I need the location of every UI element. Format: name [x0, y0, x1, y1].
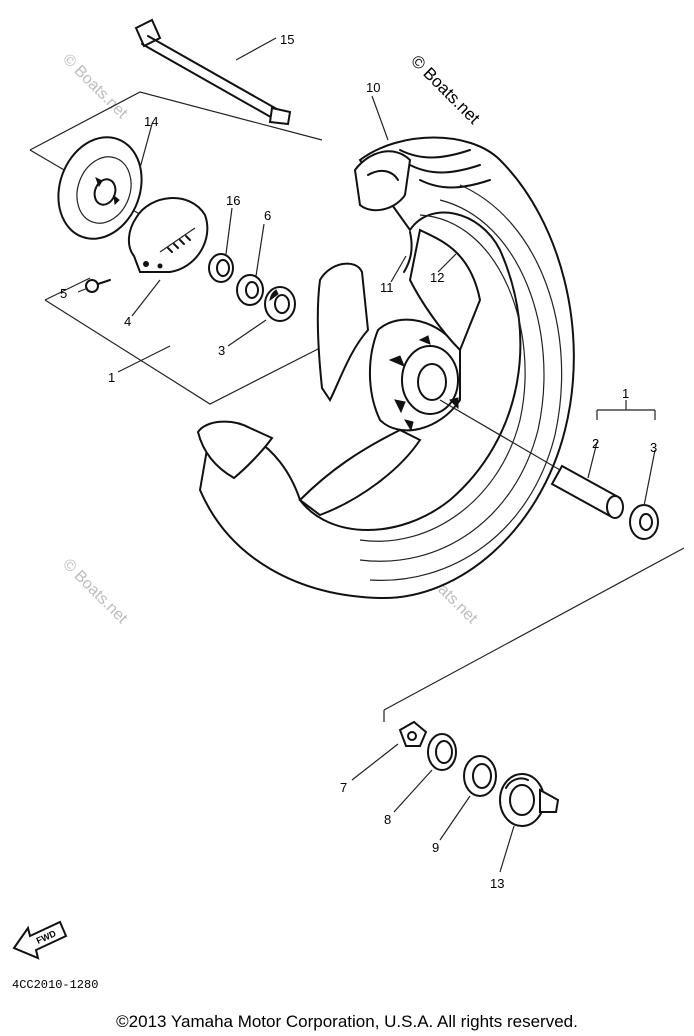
distance-collar [550, 464, 624, 519]
callout-11: 11 [380, 280, 394, 295]
callout-3-right: 3 [650, 440, 657, 455]
gasket-plate [128, 197, 209, 273]
callout-10: 10 [366, 80, 380, 95]
watermark-faint-2: © Boats.net [59, 556, 131, 628]
callout-5: 5 [60, 286, 67, 301]
cast-wheel [196, 136, 575, 600]
callout-1-right: 1 [622, 386, 629, 401]
callout-3: 3 [218, 343, 225, 358]
bearing-right [629, 504, 659, 540]
callout-13: 13 [490, 876, 504, 891]
retainer-clip [398, 720, 428, 747]
group-bracket-bottom [383, 547, 685, 711]
callout-7: 7 [340, 780, 347, 795]
diagram-code: 4CC2010-1280 [12, 978, 98, 992]
axle-centerline [439, 399, 561, 471]
callout-14: 14 [144, 114, 158, 129]
callout-9: 9 [432, 840, 439, 855]
oil-seal [236, 274, 264, 306]
callout-8: 8 [384, 812, 391, 827]
callout-4: 4 [124, 314, 131, 329]
dust-seal [463, 755, 497, 797]
copyright-notice: ©2013 Yamaha Motor Corporation, U.S.A. A… [116, 1012, 578, 1031]
callout-16: 16 [226, 193, 240, 208]
forward-arrow-icon: FWD [12, 920, 68, 960]
watermark-main: © Boats.net [407, 51, 484, 128]
screw [85, 279, 111, 293]
watermark-faint-1: © Boats.net [59, 51, 131, 123]
callout-6: 6 [264, 208, 271, 223]
callout-1: 1 [108, 370, 115, 385]
group-bracket-right [596, 400, 656, 420]
leader-lines [77, 37, 656, 873]
callout-2: 2 [592, 436, 599, 451]
bearing-left [264, 286, 296, 322]
axle-shaft [134, 18, 292, 126]
spacer-collar [208, 253, 234, 283]
disc-cover [57, 136, 143, 240]
speedometer-gear-unit [499, 773, 560, 827]
oil-seal-right [427, 733, 457, 771]
callout-15: 15 [280, 32, 294, 47]
callout-12: 12 [430, 270, 444, 285]
